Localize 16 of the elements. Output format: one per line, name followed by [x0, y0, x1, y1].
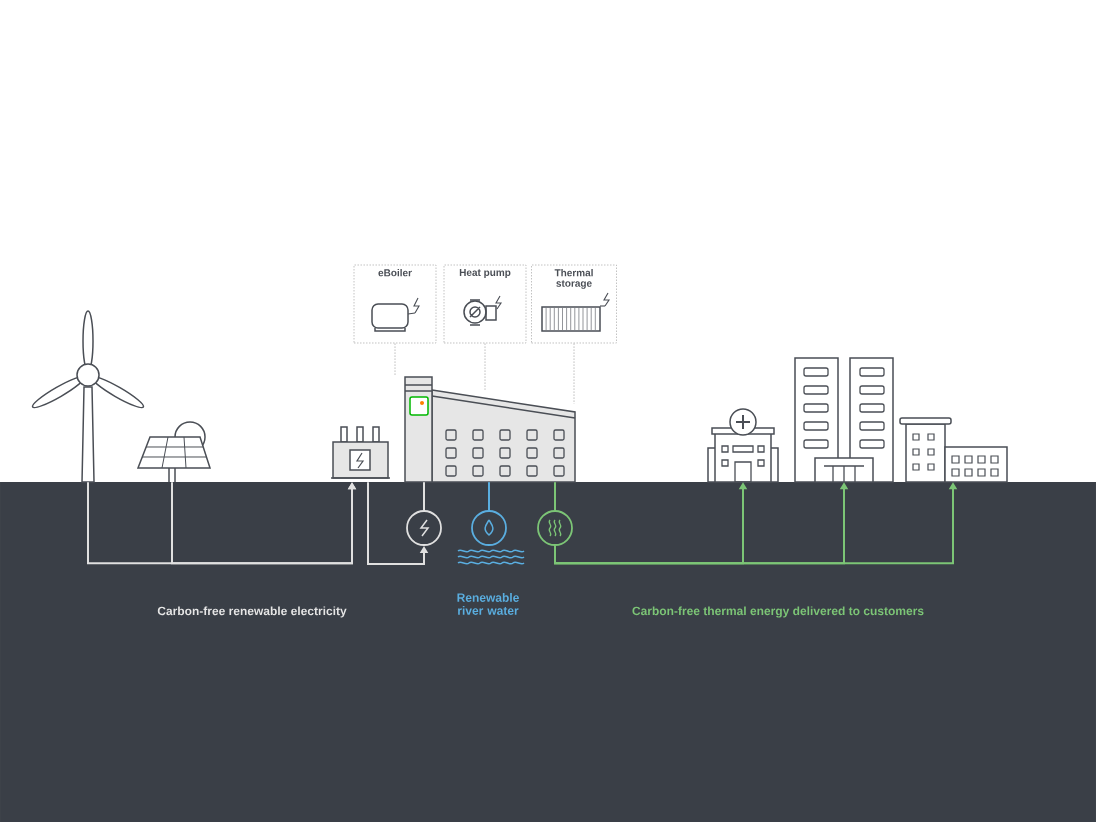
- equipment-box: Heat pump: [443, 264, 527, 344]
- hospital-drawing: [707, 408, 779, 483]
- water-drop-circle: [471, 510, 507, 546]
- heat-circle: [537, 510, 573, 546]
- transformer-drawing: [330, 426, 391, 479]
- office-towers-drawing: [794, 357, 894, 483]
- low-buildings-drawing: [899, 417, 1008, 483]
- caption-text: Carbon-free renewable electricity: [157, 606, 347, 618]
- pipe-line: [488, 481, 490, 512]
- plant-building-drawing: [404, 376, 576, 483]
- pipe-line: [554, 481, 556, 512]
- electricity-circle: [406, 510, 442, 546]
- wind-turbine-drawing: [31, 310, 145, 483]
- caption-text: Carbon-free thermal energy delivered to customers: [632, 606, 924, 618]
- caption-text: Renewable river water: [457, 593, 519, 615]
- pipe-line: [423, 481, 425, 512]
